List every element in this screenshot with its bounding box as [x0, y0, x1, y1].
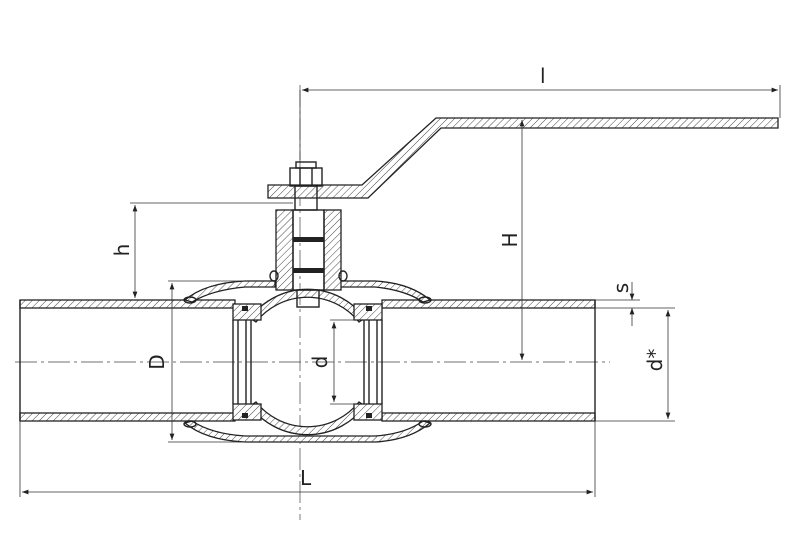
- body-shell-top: [183, 280, 432, 303]
- label-H: H: [498, 232, 522, 247]
- dimension-d-star: d*: [595, 310, 675, 422]
- body-shell-bottom: [183, 420, 432, 443]
- dimension-H: H: [498, 120, 525, 360]
- stem-housing: [269, 209, 348, 308]
- dimension-h: h: [110, 202, 293, 298]
- dimension-s: s: [595, 282, 675, 326]
- dimension-L: L: [19, 421, 596, 497]
- pipe-left: [19, 299, 236, 422]
- label-l: l: [540, 64, 546, 88]
- seat-right: [353, 303, 383, 421]
- label-D: D: [145, 354, 169, 369]
- label-s: s: [609, 283, 633, 293]
- label-h: h: [110, 244, 134, 257]
- weld-bead: [418, 296, 432, 304]
- stem-nut: [289, 161, 323, 211]
- dimension-d: d: [308, 319, 358, 405]
- label-d: d: [308, 356, 332, 369]
- pipe-right: [381, 299, 596, 422]
- handle: [267, 117, 779, 199]
- dimension-l: l: [299, 64, 781, 160]
- weld-bead: [183, 420, 197, 428]
- weld-bead: [183, 296, 197, 304]
- weld-bead: [418, 420, 432, 428]
- seat-left: [232, 303, 262, 421]
- label-L: L: [300, 466, 312, 490]
- label-d-star: d*: [643, 349, 667, 372]
- dimension-D: D: [145, 280, 245, 443]
